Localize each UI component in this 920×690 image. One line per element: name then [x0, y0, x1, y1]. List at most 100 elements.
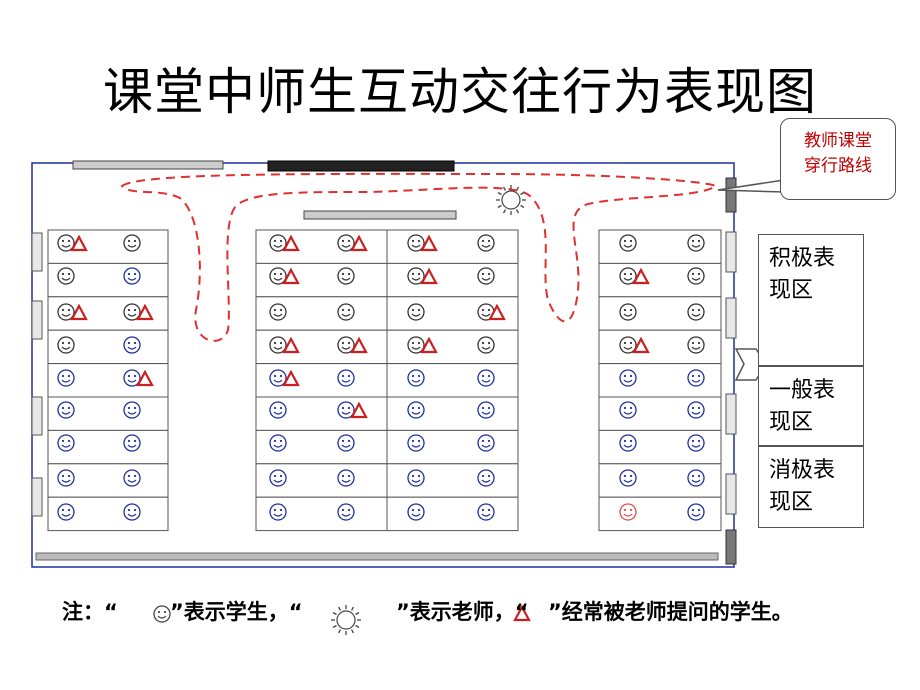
asked-student-triangle-icon [632, 336, 650, 354]
student-smiley-icon [123, 336, 141, 354]
student-smiley-icon [123, 401, 141, 419]
student-smiley-icon [407, 234, 425, 252]
student-smiley-icon [269, 469, 287, 487]
student-smiley-icon [477, 401, 495, 419]
student-smiley-icon [477, 503, 495, 521]
zone-normal-line1: 一般表 [769, 378, 836, 403]
student-smiley-icon [57, 469, 75, 487]
student-smiley-icon [337, 503, 355, 521]
student-smiley-icon [687, 469, 705, 487]
student-smiley-icon [269, 369, 287, 387]
student-smiley-icon [269, 434, 287, 452]
student-smiley-icon [337, 234, 355, 252]
student-smiley-icon [337, 336, 355, 354]
callout-line2: 穿行路线 [804, 156, 872, 176]
podium [303, 210, 457, 220]
student-smiley-icon [57, 303, 75, 321]
student-smiley-icon [477, 267, 495, 285]
asked-student-triangle-icon [282, 336, 300, 354]
asked-student-triangle-icon [632, 267, 650, 285]
student-smiley-icon [123, 267, 141, 285]
student-smiley-icon [619, 503, 637, 521]
student-smiley-icon [687, 267, 705, 285]
legend-smiley-icon [153, 605, 171, 623]
asked-student-triangle-icon [282, 267, 300, 285]
student-smiley-icon [407, 267, 425, 285]
student-smiley-icon [477, 434, 495, 452]
student-smiley-icon [687, 234, 705, 252]
asked-student-triangle-icon [136, 369, 154, 387]
asked-student-triangle-icon [420, 336, 438, 354]
student-smiley-icon [477, 336, 495, 354]
asked-student-triangle-icon [282, 234, 300, 252]
student-smiley-icon [123, 234, 141, 252]
asked-student-triangle-icon [420, 267, 438, 285]
student-smiley-icon [269, 267, 287, 285]
zone-negative: 消极表 现区 [758, 446, 864, 528]
student-smiley-icon [407, 434, 425, 452]
note-triangle-text: ”经常被老师提问的学生。 [548, 600, 793, 624]
teacher-sun-icon [496, 185, 526, 215]
legend-triangle-icon [513, 604, 531, 622]
asked-student-triangle-icon [420, 234, 438, 252]
student-smiley-icon [477, 469, 495, 487]
zone-active-line2: 现区 [769, 278, 814, 303]
student-smiley-icon [477, 303, 495, 321]
asked-student-triangle-icon [282, 369, 300, 387]
student-smiley-icon [619, 401, 637, 419]
student-smiley-icon [407, 336, 425, 354]
student-smiley-icon [619, 303, 637, 321]
student-smiley-icon [337, 267, 355, 285]
student-smiley-icon [687, 503, 705, 521]
student-smiley-icon [407, 469, 425, 487]
blackboard [267, 160, 455, 172]
student-smiley-icon [123, 369, 141, 387]
student-smiley-icon [123, 434, 141, 452]
zone-negative-line2: 现区 [769, 490, 814, 515]
student-smiley-icon [619, 469, 637, 487]
student-smiley-icon [269, 401, 287, 419]
asked-student-triangle-icon [350, 401, 368, 419]
left-windows [31, 232, 43, 517]
note-teacher-text: ”表示老师，“ [396, 600, 529, 624]
student-smiley-icon [687, 369, 705, 387]
student-smiley-icon [407, 303, 425, 321]
student-smiley-icon [123, 303, 141, 321]
student-smiley-icon [337, 434, 355, 452]
zone-active-line1: 积极表 [769, 246, 836, 271]
student-smiley-icon [619, 267, 637, 285]
page-title: 课堂中师生互动交往行为表现图 [103, 63, 817, 121]
asked-student-triangle-icon [350, 336, 368, 354]
student-smiley-icon [57, 401, 75, 419]
middle-group-desks [255, 229, 519, 532]
student-smiley-icon [407, 401, 425, 419]
student-smiley-icon [477, 234, 495, 252]
teacher-path [120, 172, 719, 342]
zone-normal-line2: 现区 [769, 410, 814, 435]
student-smiley-icon [407, 369, 425, 387]
student-smiley-icon [57, 369, 75, 387]
asked-student-triangle-icon [350, 234, 368, 252]
student-smiley-icon [687, 401, 705, 419]
student-smiley-icon [123, 469, 141, 487]
student-smiley-icon [269, 336, 287, 354]
student-smiley-icon [269, 503, 287, 521]
right-windows [725, 177, 737, 565]
student-smiley-icon [687, 434, 705, 452]
note-prefix: 注：“ [62, 600, 118, 624]
asked-student-triangle-icon [488, 303, 506, 321]
student-smiley-icon [57, 336, 75, 354]
student-smiley-icon [477, 369, 495, 387]
student-smiley-icon [123, 503, 141, 521]
back-wall-strip [35, 552, 719, 561]
callout-line1: 教师课堂 [804, 131, 872, 151]
student-smiley-icon [619, 336, 637, 354]
student-smiley-icon [269, 303, 287, 321]
zone-negative-line1: 消极表 [769, 458, 836, 483]
student-smiley-icon [337, 469, 355, 487]
student-smiley-icon [619, 234, 637, 252]
asked-student-triangle-icon [136, 303, 154, 321]
student-smiley-icon [57, 267, 75, 285]
student-smiley-icon [337, 401, 355, 419]
